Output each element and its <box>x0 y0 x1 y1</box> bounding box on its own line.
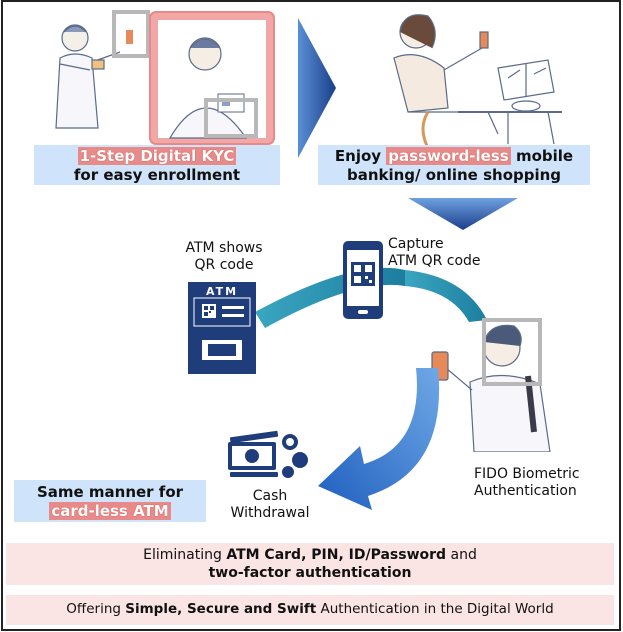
eliminating-bold1: ATM Card, PIN, ID/Password <box>226 547 447 563</box>
offering-bold: Simple, Secure and Swift <box>125 601 317 617</box>
right-chevron-arrow <box>298 18 336 158</box>
down-chevron-arrow <box>408 198 518 230</box>
capture-label-line2: ATM QR code <box>388 253 481 269</box>
atm-label-line2: QR code <box>194 257 254 273</box>
atm-machine-icon <box>188 282 256 374</box>
eliminating-mid: and <box>446 547 477 563</box>
kyc-caption-line2: for easy enrollment <box>73 166 241 184</box>
kyc-caption: 1-Step Digital KYC for easy enrollment <box>34 145 280 185</box>
fido-label-line2: Authentication <box>474 483 577 499</box>
fido-label: FIDO Biometric Authentication <box>474 466 606 500</box>
atm-screen-text: ATM <box>205 285 239 298</box>
fido-label-line1: FIDO Biometric <box>474 466 580 482</box>
offering-pre: Offering <box>66 601 126 617</box>
passwordless-highlight: password-less <box>386 147 511 165</box>
same-manner-line1: Same manner for <box>36 483 184 501</box>
cash-label-line1: Cash <box>252 488 288 504</box>
cash-icon <box>228 430 308 478</box>
passwordless-pre: Enjoy <box>334 147 387 165</box>
capture-label: Capture ATM QR code <box>388 236 504 270</box>
same-manner-box: Same manner for card-less ATM <box>14 480 206 522</box>
offering-post: Authentication in the Digital World <box>316 601 554 617</box>
selfie-frame-icon <box>112 10 150 58</box>
online-shopping-illustration <box>393 14 562 148</box>
kyc-highlight: 1-Step Digital KYC <box>77 147 237 165</box>
cash-label: Cash Withdrawal <box>218 488 322 522</box>
eliminating-bold2: two-factor authentication <box>208 565 412 581</box>
offering-box: Offering Simple, Secure and Swift Authen… <box>6 595 614 625</box>
person-with-card-icon <box>55 24 121 129</box>
biometric-person-illustration <box>431 318 551 452</box>
atm-label-line1: ATM shows <box>185 240 263 256</box>
capture-label-line1: Capture <box>388 236 444 252</box>
passwordless-caption: Enjoy password-less mobile banking/ onli… <box>318 145 590 185</box>
face-scan-frame-icon <box>482 318 542 386</box>
cash-label-line2: Withdrawal <box>230 505 310 521</box>
passwordless-post: mobile <box>510 147 574 165</box>
eliminating-box: Eliminating ATM Card, PIN, ID/Password a… <box>6 543 614 585</box>
blue-curved-arrow <box>318 368 440 510</box>
phone-qr-icon <box>343 241 383 319</box>
kyc-illustration <box>55 10 275 145</box>
atm-label: ATM shows QR code <box>172 240 276 274</box>
eliminating-pre: Eliminating <box>143 547 227 563</box>
same-manner-highlight: card-less ATM <box>49 502 171 520</box>
passwordless-caption-line2: banking/ online shopping <box>346 166 562 184</box>
